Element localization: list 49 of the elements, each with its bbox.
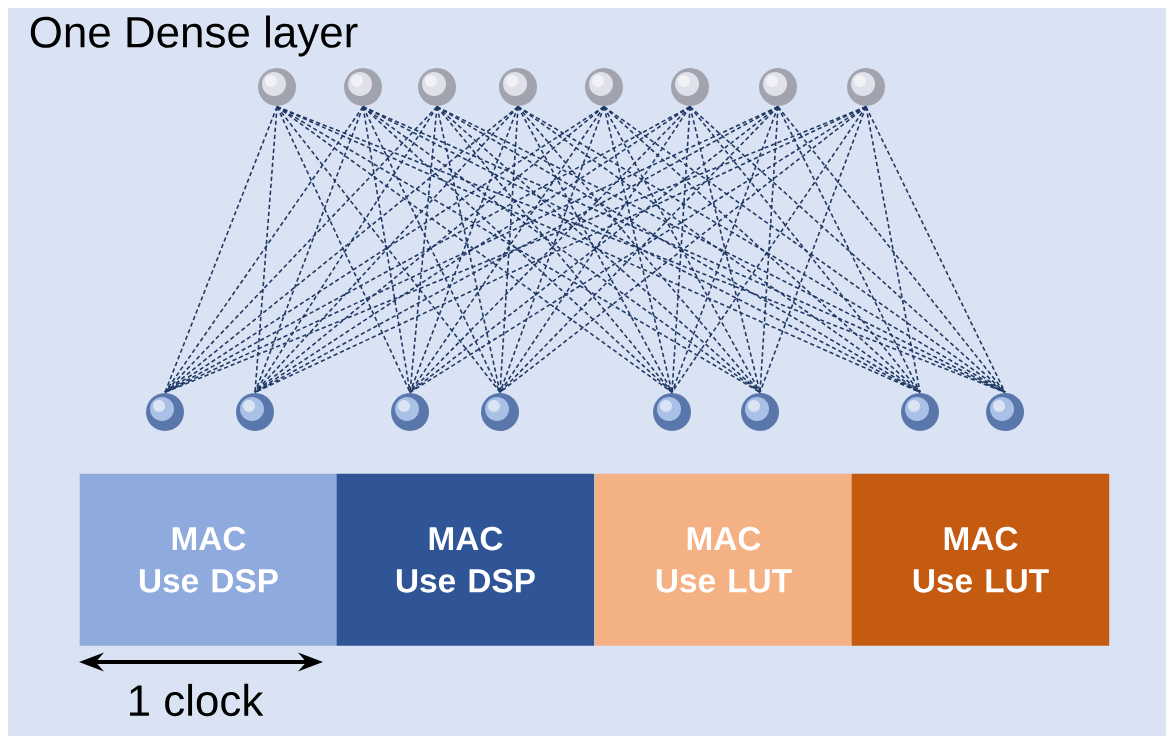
mac-block: MAC Use DSP [336, 473, 595, 646]
connection-line [865, 105, 1006, 394]
connection-line [409, 105, 519, 394]
neuron-sphere [146, 393, 184, 431]
connection-line [164, 105, 364, 394]
connection-line [759, 105, 867, 394]
connection-line [164, 105, 605, 394]
neuron-sphere [481, 393, 519, 431]
neuron-sphere [986, 393, 1024, 431]
connection-line [254, 105, 605, 394]
neuron-sphere [741, 393, 779, 431]
mac-block: MAC Use LUT [851, 473, 1110, 646]
mac-block: MAC Use LUT [594, 473, 853, 646]
neuron-sphere [901, 393, 939, 431]
connection-line [409, 105, 438, 394]
connection-line [436, 105, 673, 394]
connection-line [865, 105, 921, 394]
connection-line [164, 105, 278, 394]
connection-line [517, 105, 673, 394]
connection-line [276, 105, 501, 394]
connection-line [689, 105, 1006, 394]
connection-line [671, 105, 779, 394]
neuron-sphere [418, 68, 456, 106]
neuron-sphere [759, 68, 797, 106]
neuron-sphere [258, 68, 296, 106]
neuron-sphere [847, 68, 886, 106]
neuron-sphere [671, 68, 709, 106]
mac-block: MAC Use DSP [79, 473, 338, 646]
connection-line [362, 105, 501, 394]
title: One Dense layer [30, 15, 358, 57]
neuron-sphere [236, 393, 274, 431]
connection-line [254, 105, 364, 394]
connection-line [499, 105, 519, 394]
connection-line [671, 105, 867, 394]
neuron-sphere [653, 393, 691, 431]
clock-label: 1 clock [130, 683, 264, 717]
neuron-sphere [499, 68, 537, 106]
connection-line [671, 105, 691, 394]
connection-line [362, 105, 761, 394]
neuron-sphere [585, 68, 623, 106]
neuron-sphere [344, 68, 382, 106]
connection-line [499, 105, 691, 394]
connection-line [499, 105, 605, 394]
connection-line [254, 105, 278, 394]
connection-line [777, 105, 1006, 394]
connection-line [759, 105, 779, 394]
connection-line [499, 105, 867, 394]
connection-line [409, 105, 867, 394]
neuron-sphere [391, 393, 429, 431]
